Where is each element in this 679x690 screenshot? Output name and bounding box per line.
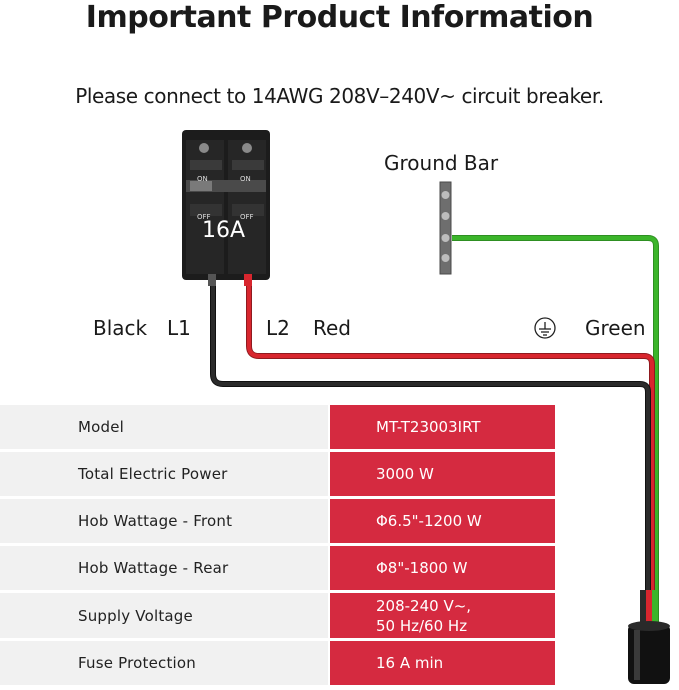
- spec-value-line: Φ6.5"-1200 W: [376, 512, 482, 530]
- breaker-on-label-2: ON: [240, 175, 251, 183]
- spec-row-hob-front: Hob Wattage - Front Φ6.5"-1200 W: [0, 499, 555, 543]
- earth-ground-icon: [534, 317, 556, 339]
- spec-value: 3000 W: [330, 452, 555, 496]
- spec-value: MT-T23003IRT: [330, 405, 555, 449]
- spec-value-line: MT-T23003IRT: [376, 418, 481, 436]
- spec-label: Total Electric Power: [0, 452, 328, 496]
- spec-label: Model: [0, 405, 328, 449]
- spec-row-fuse-protection: Fuse Protection 16 A min: [0, 641, 555, 685]
- breaker-rating: 16A: [202, 218, 246, 243]
- spec-value-line: 16 A min: [376, 654, 444, 672]
- l1-label: L1: [167, 316, 191, 340]
- spec-value: 16 A min: [330, 641, 555, 685]
- green-wire-label: Green: [585, 316, 646, 340]
- circuit-breaker: [182, 130, 270, 286]
- spec-label: Hob Wattage - Rear: [0, 546, 328, 590]
- spec-value: Φ6.5"-1200 W: [330, 499, 555, 543]
- spec-row-supply-voltage: Supply Voltage 208-240 V~, 50 Hz/60 Hz: [0, 593, 555, 638]
- l2-label: L2: [266, 316, 290, 340]
- black-wire-label: Black: [93, 316, 148, 340]
- spec-row-hob-rear: Hob Wattage - Rear Φ8"-1800 W: [0, 546, 555, 590]
- ground-bar: [439, 181, 452, 275]
- spec-row-model: Model MT-T23003IRT: [0, 405, 555, 449]
- spec-value-line: 50 Hz/60 Hz: [376, 616, 468, 635]
- spec-label: Fuse Protection: [0, 641, 328, 685]
- spec-label: Hob Wattage - Front: [0, 499, 328, 543]
- spec-value: 208-240 V~, 50 Hz/60 Hz: [330, 593, 555, 638]
- cable-end: [628, 590, 670, 684]
- spec-value-line: 3000 W: [376, 465, 434, 483]
- breaker-off-label-1: OFF: [197, 213, 211, 221]
- ground-bar-label: Ground Bar: [384, 151, 499, 175]
- breaker-on-label-1: ON: [197, 175, 208, 183]
- page-title: Important Product Information: [85, 0, 594, 35]
- spec-value-line: Φ8"-1800 W: [376, 559, 468, 577]
- spec-table: Model MT-T23003IRT Total Electric Power …: [0, 405, 555, 688]
- spec-value: Φ8"-1800 W: [330, 546, 555, 590]
- connection-instruction: Please connect to 14AWG 208V–240V~ circu…: [75, 84, 604, 108]
- breaker-off-label-2: OFF: [240, 213, 254, 221]
- spec-row-total-power: Total Electric Power 3000 W: [0, 452, 555, 496]
- spec-label: Supply Voltage: [0, 593, 328, 638]
- spec-value-line: 208-240 V~,: [376, 596, 472, 615]
- red-wire-label: Red: [313, 316, 351, 340]
